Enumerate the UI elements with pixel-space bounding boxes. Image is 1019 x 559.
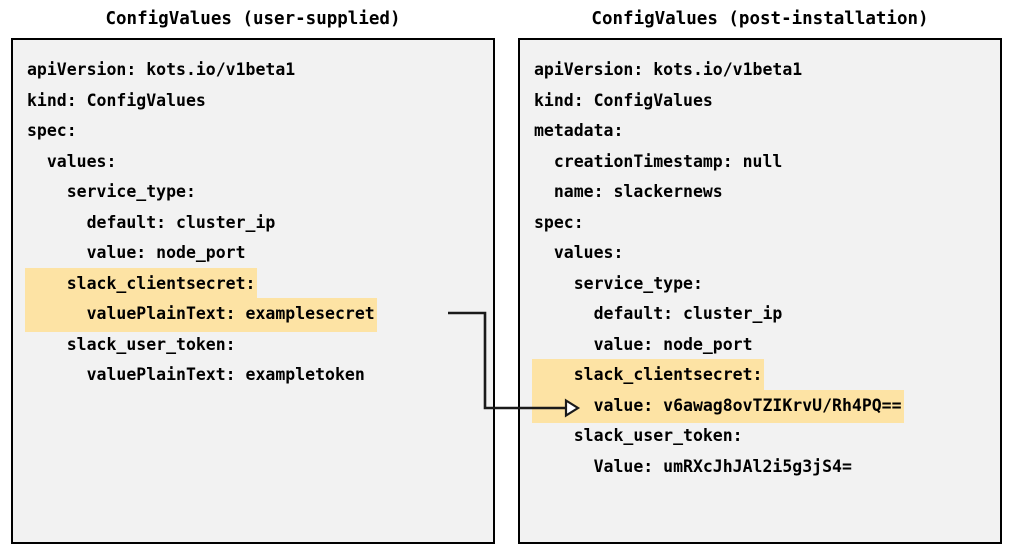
yaml-line: slack_user_token:	[520, 420, 1000, 451]
yaml-line: values:	[13, 146, 493, 177]
yaml-line-text: service_type:	[534, 273, 703, 293]
yaml-line-text: creationTimestamp: null	[534, 151, 783, 171]
yaml-line: valuePlainText: examplesecret	[13, 298, 493, 332]
yaml-line-text: kind: ConfigValues	[534, 90, 713, 110]
yaml-line: value: v6awag8ovTZIKrvU/Rh4PQ==	[520, 389, 1000, 423]
yaml-line-text: Value: umRXcJhJAl2i5g3jS4=	[534, 456, 852, 476]
yaml-line-text: spec:	[27, 121, 77, 140]
configvalues-post-installation-panel: apiVersion: kots.io/v1beta1 kind: ConfigV…	[518, 38, 1002, 544]
yaml-line: service_type:	[13, 176, 493, 207]
yaml-line: valuePlainText: exampletoken	[13, 359, 493, 390]
yaml-line-text: default: cluster_ip	[534, 304, 783, 323]
yaml-line: name: slackernews	[520, 176, 1000, 207]
yaml-line-text: slack_clientsecret:	[532, 359, 765, 393]
yaml-line-text: service_type:	[27, 182, 196, 201]
yaml-line-text: apiVersion: kots.io/v1beta1	[27, 60, 296, 79]
yaml-line: value: node_port	[13, 237, 493, 268]
yaml-line-text: slack_user_token:	[534, 426, 743, 445]
yaml-line: Value: umRXcJhJAl2i5g3jS4=	[520, 451, 1000, 482]
yaml-line: apiVersion: kots.io/v1beta1	[13, 54, 493, 85]
yaml-line: value: node_port	[520, 329, 1000, 360]
yaml-line: default: cluster_ip	[13, 207, 493, 238]
yaml-line: metadata:	[520, 115, 1000, 146]
yaml-line-text: default: cluster_ip	[27, 212, 276, 232]
yaml-line-text: metadata:	[534, 121, 624, 140]
yaml-line-text: name: slackernews	[534, 182, 723, 201]
yaml-line: default: cluster_ip	[520, 298, 1000, 329]
yaml-line: kind: ConfigValues	[520, 85, 1000, 116]
yaml-line: slack_clientsecret:	[520, 359, 1000, 393]
panel-title-user-supplied: ConfigValues (user-supplied)	[105, 9, 401, 29]
yaml-line-text: value: node_port	[27, 243, 246, 262]
yaml-line: slack_user_token:	[13, 329, 493, 360]
yaml-line-text: values:	[27, 151, 117, 171]
yaml-line-text: spec:	[534, 212, 584, 232]
yaml-line-text: slack_clientsecret:	[25, 267, 258, 301]
yaml-line: values:	[520, 237, 1000, 268]
yaml-line: creationTimestamp: null	[520, 146, 1000, 177]
yaml-line: kind: ConfigValues	[13, 85, 493, 116]
yaml-line: service_type:	[520, 268, 1000, 299]
yaml-line-text: value: v6awag8ovTZIKrvU/Rh4PQ==	[532, 389, 904, 423]
yaml-line: spec:	[13, 115, 493, 146]
yaml-line-text: valuePlainText: examplesecret	[25, 298, 377, 332]
yaml-line: slack_clientsecret:	[13, 267, 493, 301]
yaml-line-text: value: node_port	[534, 334, 753, 354]
yaml-line-text: kind: ConfigValues	[27, 90, 206, 110]
yaml-line: spec:	[520, 207, 1000, 238]
panel-title-post-installation: ConfigValues (post-installation)	[591, 9, 929, 29]
yaml-line-text: values:	[534, 243, 624, 262]
yaml-line-text: apiVersion: kots.io/v1beta1	[534, 60, 803, 79]
yaml-code-block-post-installation: apiVersion: kots.io/v1beta1 kind: ConfigV…	[520, 40, 1000, 481]
yaml-line: apiVersion: kots.io/v1beta1	[520, 54, 1000, 85]
yaml-line-text: valuePlainText: exampletoken	[27, 365, 365, 384]
yaml-line-text: slack_user_token:	[27, 334, 236, 354]
yaml-code-block-user-supplied: apiVersion: kots.io/v1beta1 kind: ConfigV…	[13, 40, 493, 390]
configvalues-user-supplied-panel: apiVersion: kots.io/v1beta1 kind: ConfigV…	[11, 38, 495, 544]
